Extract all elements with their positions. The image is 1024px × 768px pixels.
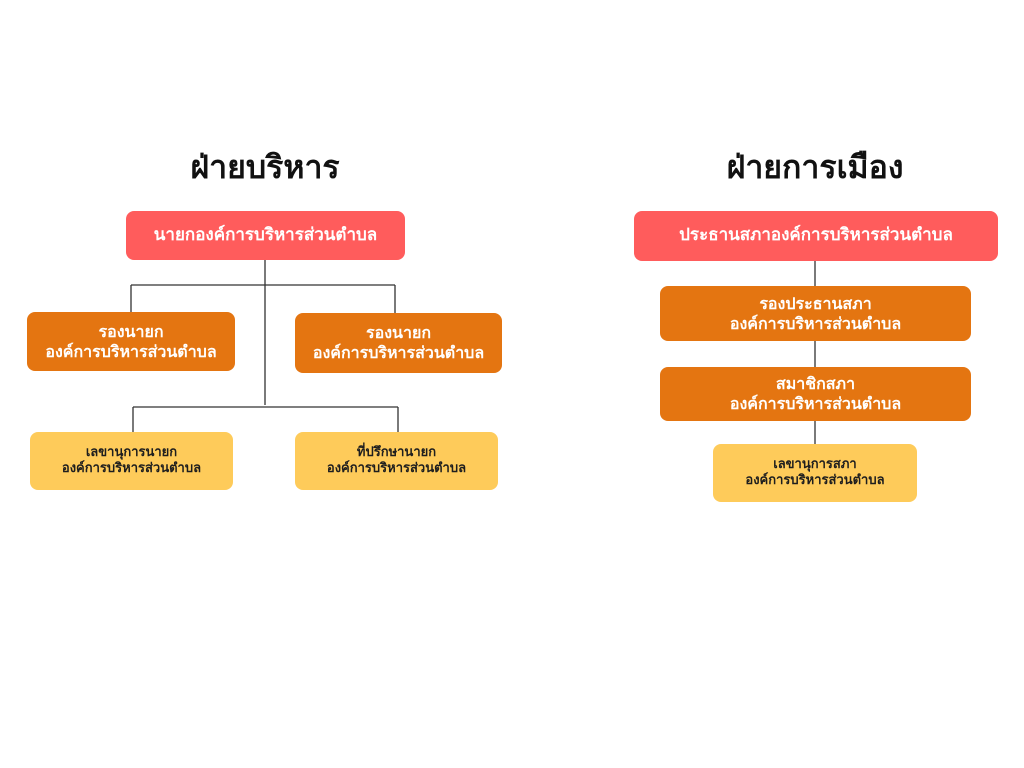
deputy-right-org: องค์การบริหารส่วนตำบล <box>312 343 485 362</box>
secretary-executive-box: เลขานุการนายก องค์การบริหารส่วนตำบล <box>30 432 233 490</box>
secretary-executive-org: องค์การบริหารส่วนตำบล <box>61 461 202 476</box>
advisor-title: ที่ปรึกษานายก <box>356 444 437 460</box>
secretary-executive-title: เลขานุการนายก <box>85 444 178 460</box>
advisor-box: ที่ปรึกษานายก องค์การบริหารส่วนตำบล <box>295 432 498 490</box>
council-chairman-box: ประธานสภาองค์การบริหารส่วนตำบล <box>634 211 998 261</box>
vice-chairman-title: รองประธานสภา <box>759 293 872 313</box>
council-member-box: สมาชิกสภา องค์การบริหารส่วนตำบล <box>660 367 971 421</box>
chief-executive-label: นายกองค์การบริหารส่วนตำบล <box>153 224 378 245</box>
advisor-org: องค์การบริหารส่วนตำบล <box>326 461 467 476</box>
deputy-left-box: รองนายก องค์การบริหารส่วนตำบล <box>27 312 235 371</box>
council-secretary-box: เลขานุการสภา องค์การบริหารส่วนตำบล <box>713 444 917 502</box>
chief-executive-box: นายกองค์การบริหารส่วนตำบล <box>126 211 405 260</box>
deputy-right-box: รองนายก องค์การบริหารส่วนตำบล <box>295 313 502 373</box>
deputy-left-org: องค์การบริหารส่วนตำบล <box>45 341 217 361</box>
vice-chairman-org: องค์การบริหารส่วนตำบล <box>729 313 902 333</box>
council-member-title: สมาชิกสภา <box>775 374 856 393</box>
council-secretary-org: องค์การบริหารส่วนตำบล <box>745 473 885 488</box>
deputy-left-title: รองนายก <box>98 321 164 341</box>
executive-heading: ฝ่ายบริหาร <box>190 148 340 186</box>
deputy-right-title: รองนายก <box>366 323 431 342</box>
council-chairman-label: ประธานสภาองค์การบริหารส่วนตำบล <box>679 225 953 246</box>
vice-chairman-box: รองประธานสภา องค์การบริหารส่วนตำบล <box>660 286 971 341</box>
council-member-org: องค์การบริหารส่วนตำบล <box>729 394 902 413</box>
legislative-heading: ฝ่ายการเมือง <box>726 148 904 186</box>
council-secretary-title: เลขานุการสภา <box>773 456 857 472</box>
